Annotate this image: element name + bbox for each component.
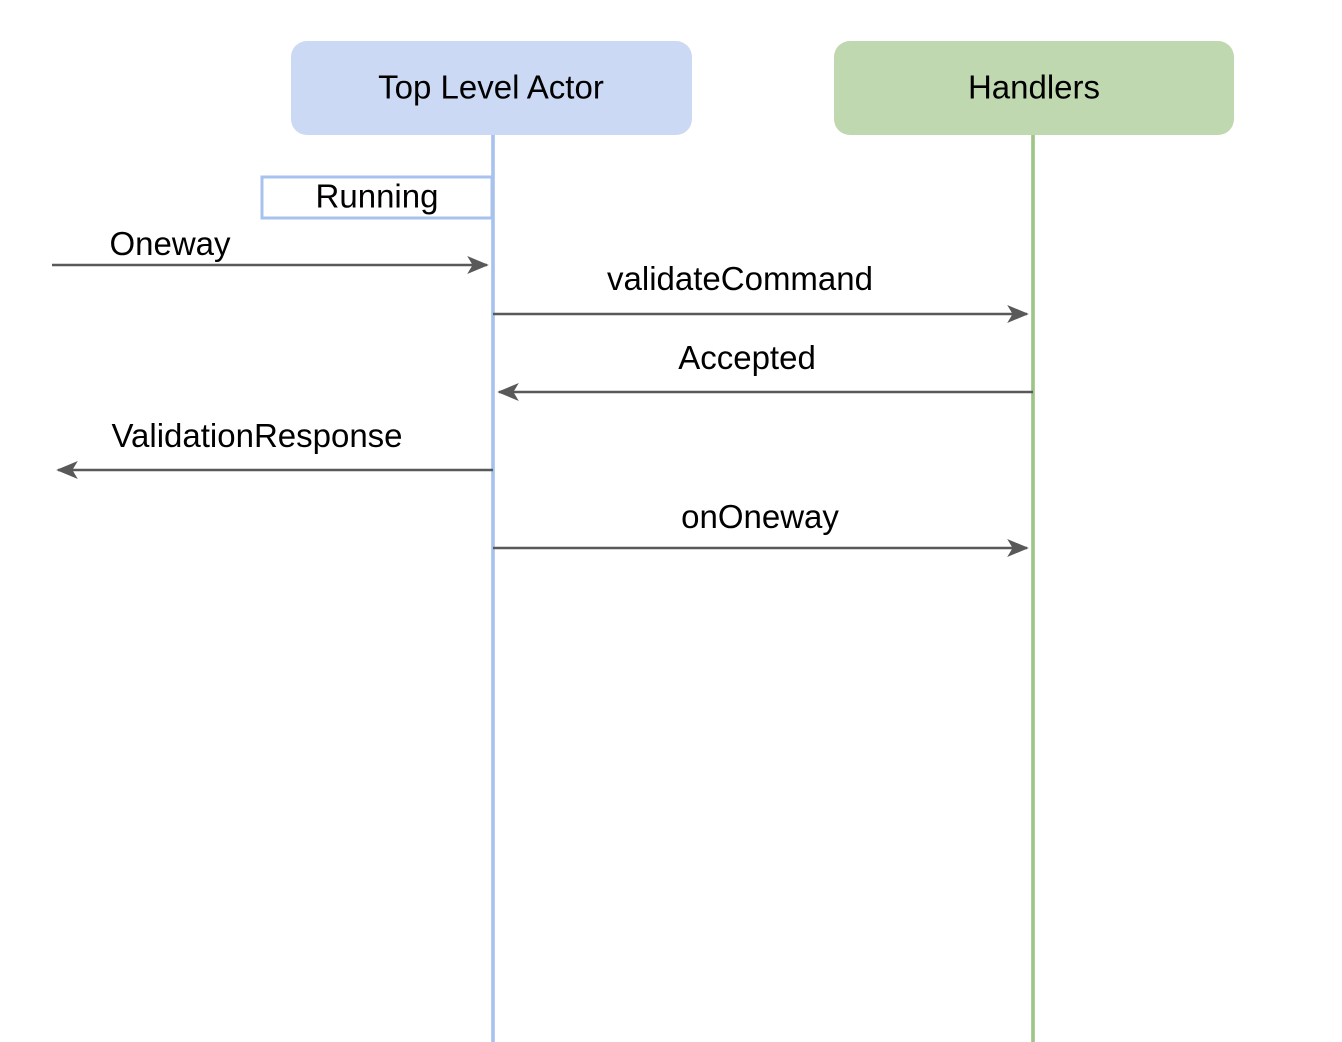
message-validate-command[interactable]: validateCommand [493, 260, 1029, 323]
participant-box-handlers[interactable] [834, 41, 1234, 135]
participant-label-top-level-actor: Top Level Actor [378, 69, 604, 106]
participant-handlers[interactable]: Handlers [834, 41, 1234, 135]
activation-box-running[interactable] [260, 175, 494, 220]
message-label-oneway: Oneway [109, 225, 231, 262]
activation-label-running: Running [316, 178, 439, 215]
lifelines-group [491, 135, 1035, 1042]
participant-box-top-level-actor[interactable] [291, 41, 692, 135]
message-oneway[interactable]: Oneway [52, 225, 489, 274]
message-label-validate-command: validateCommand [607, 260, 873, 297]
message-label-accepted: Accepted [678, 339, 816, 376]
activation-running[interactable]: Running [260, 175, 494, 220]
message-accepted[interactable]: Accepted [497, 339, 1033, 401]
participant-top-level-actor[interactable]: Top Level Actor [291, 41, 692, 135]
message-on-oneway[interactable]: onOneway [493, 498, 1029, 557]
message-label-on-oneway: onOneway [681, 498, 839, 535]
message-validation-response[interactable]: ValidationResponse [56, 417, 493, 479]
participant-label-handlers: Handlers [968, 69, 1100, 106]
message-label-validation-response: ValidationResponse [111, 417, 402, 454]
